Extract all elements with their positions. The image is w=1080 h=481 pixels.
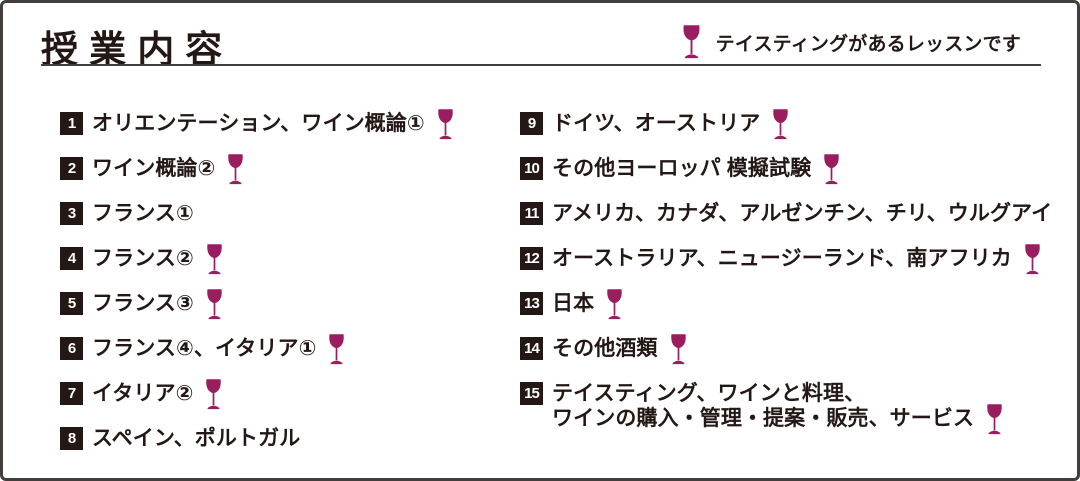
column-right: 9 ドイツ、オーストリア 10 その他ヨーロッパ 模擬試験 11 アメリカ、カナ… [520, 109, 1065, 435]
lesson-row: 9 ドイツ、オーストリア [520, 109, 1065, 156]
lesson-number: 9 [520, 112, 543, 135]
wine-glass-icon [771, 109, 790, 140]
wine-glass-icon [436, 109, 455, 140]
lesson-text: ドイツ、オーストリア [552, 109, 790, 142]
wine-glass-icon [681, 25, 702, 59]
legend-glass-slot [681, 25, 702, 59]
lesson-row: 15 テイスティング、ワインと料理、ワインの購入・管理・提案・販売、サービス [520, 381, 1065, 435]
legend-label: テイスティングがあるレッスンです [715, 33, 1021, 55]
lesson-text: アメリカ、カナダ、アルゼンチン、チリ、ウルグアイ [552, 202, 1053, 225]
lesson-number: 2 [60, 157, 83, 180]
title-divider [41, 64, 1041, 66]
lesson-text: オーストラリア、ニュージーランド、南アフリカ [552, 244, 1042, 277]
column-left: 1 オリエンテーション、ワイン概論① 2 ワイン概論② 3 フランス① 4 フラ… [60, 109, 515, 471]
lesson-row: 8 スペイン、ポルトガル [60, 426, 515, 471]
lesson-number: 7 [60, 382, 83, 405]
lesson-number: 11 [520, 202, 543, 225]
lesson-row: 12 オーストラリア、ニュージーランド、南アフリカ [520, 244, 1065, 291]
tasting-legend: テイスティングがあるレッスンです [681, 25, 1021, 59]
wine-glass-icon [204, 379, 223, 410]
lesson-text: その他酒類 [552, 334, 688, 367]
page-title: 授業内容 [41, 29, 234, 70]
lesson-number: 4 [60, 247, 83, 270]
lesson-row: 13 日本 [520, 289, 1065, 336]
lesson-number: 15 [520, 382, 543, 405]
lesson-text: 日本 [552, 289, 624, 322]
lesson-number: 13 [520, 292, 543, 315]
lesson-text: オリエンテーション、ワイン概論① [92, 109, 455, 142]
wine-glass-icon [985, 404, 1004, 435]
lesson-row: 6 フランス④、イタリア① [60, 334, 515, 381]
lesson-text: フランス① [92, 202, 194, 225]
lesson-row: 4 フランス② [60, 244, 515, 291]
lesson-text: その他ヨーロッパ 模擬試験 [552, 154, 841, 187]
lesson-number: 3 [60, 202, 83, 225]
lesson-text: イタリア② [92, 379, 223, 412]
wine-glass-icon [205, 289, 224, 320]
lesson-row: 2 ワイン概論② [60, 154, 515, 201]
lesson-row: 10 その他ヨーロッパ 模擬試験 [520, 154, 1065, 201]
lesson-number: 14 [520, 337, 543, 360]
lesson-text: スペイン、ポルトガル [92, 427, 301, 450]
wine-glass-icon [1023, 244, 1042, 275]
wine-glass-icon [669, 334, 688, 365]
lesson-text: フランス③ [92, 289, 224, 322]
lesson-text: ワイン概論② [92, 154, 245, 187]
lesson-text: フランス④、イタリア① [92, 334, 346, 367]
wine-glass-icon [205, 244, 224, 275]
lesson-number: 6 [60, 337, 83, 360]
lesson-row: 14 その他酒類 [520, 334, 1065, 381]
lesson-row: 11 アメリカ、カナダ、アルゼンチン、チリ、ウルグアイ [520, 201, 1065, 246]
wine-glass-icon [822, 154, 841, 185]
lesson-text: テイスティング、ワインと料理、ワインの購入・管理・提案・販売、サービス [552, 381, 1004, 437]
lesson-number: 1 [60, 112, 83, 135]
lesson-row: 5 フランス③ [60, 289, 515, 336]
lesson-number: 8 [60, 427, 83, 450]
lesson-number: 5 [60, 292, 83, 315]
wine-glass-icon [327, 334, 346, 365]
lesson-number: 10 [520, 157, 543, 180]
lesson-row: 3 フランス① [60, 201, 515, 246]
wine-glass-icon [605, 289, 624, 320]
wine-glass-icon [226, 154, 245, 185]
lesson-row: 1 オリエンテーション、ワイン概論① [60, 109, 515, 156]
lesson-row: 7 イタリア② [60, 379, 515, 426]
lesson-text: フランス② [92, 244, 224, 277]
lesson-number: 12 [520, 247, 543, 270]
